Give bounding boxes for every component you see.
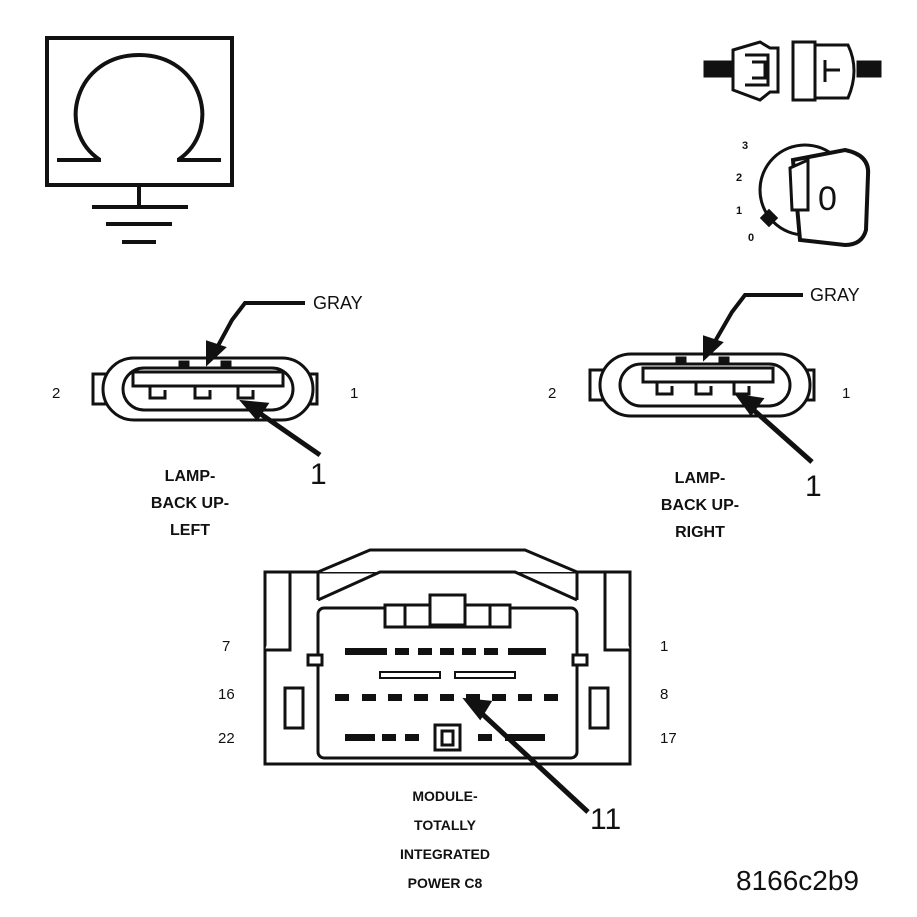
caption-line: POWER C8 — [407, 875, 483, 891]
row-label-right-1: 1 — [660, 638, 669, 655]
pin-label-right-2: 2 — [548, 385, 557, 402]
lamp-connector-left — [91, 356, 319, 422]
caption-line: LAMP- — [164, 468, 216, 485]
row-label-right-17: 17 — [660, 730, 677, 747]
caption-line: MODULE- — [412, 788, 478, 804]
ignition-position-2: 2 — [736, 172, 743, 184]
fuse-connector-icon — [703, 40, 882, 102]
row-label-left-7: 7 — [222, 638, 231, 655]
module-connector — [263, 548, 632, 766]
pin-label-left-2: 2 — [52, 385, 61, 402]
callout-number-right: 1 — [805, 470, 822, 503]
pin-label-left-1: 1 — [350, 385, 359, 402]
caption-line: TOTALLY — [414, 817, 476, 833]
module-pin-slots — [335, 648, 558, 741]
row-label-left-16: 16 — [218, 686, 235, 703]
caption-line: LEFT — [170, 522, 210, 539]
gray-wire-leader-left — [206, 301, 305, 367]
row-label-left-22: 22 — [218, 730, 235, 747]
caption-line: BACK UP- — [660, 497, 740, 514]
figure-id: 8166c2b9 — [736, 865, 860, 896]
ignition-key-icon — [758, 143, 871, 248]
ignition-key-label: 0 — [818, 180, 837, 218]
wire-color-right: GRAY — [810, 285, 860, 305]
pin-label-right-1: 1 — [842, 385, 851, 402]
callout-number-module: 11 — [590, 803, 622, 836]
ignition-position-3: 3 — [742, 140, 749, 152]
ohmmeter-ground-icon — [45, 36, 234, 244]
ignition-position-1: 1 — [736, 205, 743, 217]
callout-arrow-module — [462, 697, 590, 814]
row-label-right-8: 8 — [660, 686, 669, 703]
callout-number-left: 1 — [310, 458, 327, 491]
ignition-position-0: 0 — [748, 232, 755, 244]
lamp-connector-right — [588, 352, 816, 418]
caption-lamp-backup-right: LAMP- BACK UP- RIGHT — [640, 465, 760, 546]
caption-line: INTEGRATED — [400, 846, 490, 862]
caption-line: RIGHT — [675, 524, 725, 541]
caption-line: BACK UP- — [150, 495, 230, 512]
wire-color-left: GRAY — [313, 293, 363, 313]
caption-lamp-backup-left: LAMP- BACK UP- LEFT — [135, 463, 245, 544]
callout-arrow-right — [734, 393, 814, 464]
callout-arrow-left — [239, 399, 322, 458]
caption-module-tip-c8: MODULE- TOTALLY INTEGRATED POWER C8 — [375, 782, 515, 898]
gray-wire-leader-right — [703, 293, 803, 362]
caption-line: LAMP- — [674, 470, 726, 487]
